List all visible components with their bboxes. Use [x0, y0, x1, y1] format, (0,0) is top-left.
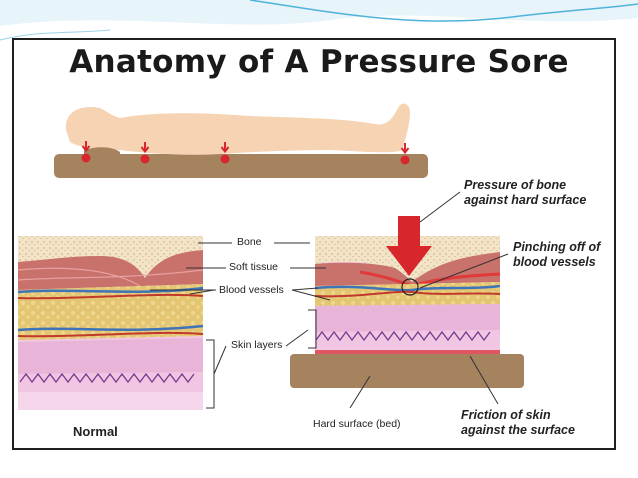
label-pressure-line-2: against hard surface: [464, 193, 587, 207]
label-skin-layers: Skin layers: [231, 339, 283, 351]
pressure-point-head: [81, 141, 91, 163]
body-silhouette: [65, 103, 411, 155]
pressure-point-shoulder: [140, 142, 150, 164]
label-hard-surface: Hard surface (bed): [313, 418, 401, 430]
red-down-arrow-icon: [81, 141, 91, 153]
down-arrow-icon: [386, 216, 432, 276]
label-friction-line-1: Friction of skin: [461, 408, 551, 422]
label-soft-tissue: Soft tissue: [229, 261, 279, 273]
leader-lines: [150, 191, 509, 409]
header-wave: [0, 0, 638, 26]
pressure-skin-texture: [315, 330, 491, 342]
normal-blood-vessel-2: [17, 293, 204, 300]
label-normal: Normal: [73, 424, 118, 439]
hard-surface-bed: [290, 354, 524, 388]
normal-cross-section: [17, 236, 204, 410]
label-blood-vessels: Blood vessels: [219, 284, 284, 296]
bed-surface: [54, 154, 428, 178]
label-pinching-line-2: blood vessels: [513, 255, 596, 269]
header-wave-line-left: [0, 29, 111, 41]
label-pressure-line-1: Pressure of bone: [464, 178, 567, 192]
normal-bone: [18, 236, 203, 278]
pressure-point-heel: [400, 143, 410, 165]
pressure-blood-vessel-1: [314, 284, 501, 292]
label-friction-line-2: against the surface: [461, 423, 575, 437]
red-down-arrow-icon: [140, 142, 150, 154]
red-down-arrow-icon: [400, 143, 410, 155]
header-wave-line: [249, 0, 638, 22]
normal-blood-vessel-4: [17, 331, 204, 338]
label-friction: Friction of skin against the surface: [461, 408, 575, 438]
normal-skin-texture: [19, 372, 195, 384]
red-down-arrow-icon: [220, 142, 230, 154]
label-pinching-line-1: Pinching off of: [513, 240, 601, 254]
normal-soft-tissue: [18, 250, 203, 290]
body-on-bed: [54, 103, 428, 178]
pressure-blood-vessel-2: [314, 290, 501, 298]
pressure-point-hip: [220, 142, 230, 164]
label-bone: Bone: [237, 236, 262, 248]
label-pinching: Pinching off of blood vessels: [513, 240, 600, 270]
pressure-points: [81, 141, 410, 165]
pressure-cross-section: [290, 236, 524, 388]
label-pressure-of-bone: Pressure of bone against hard surface: [464, 178, 586, 208]
pressure-skin-layer: [315, 304, 500, 332]
normal-skin-layer: [18, 338, 203, 374]
pinch-indicator-circle: [401, 278, 419, 296]
diagram-title: Anatomy of A Pressure Sore: [69, 44, 569, 80]
normal-blood-vessel-3: [17, 324, 204, 332]
